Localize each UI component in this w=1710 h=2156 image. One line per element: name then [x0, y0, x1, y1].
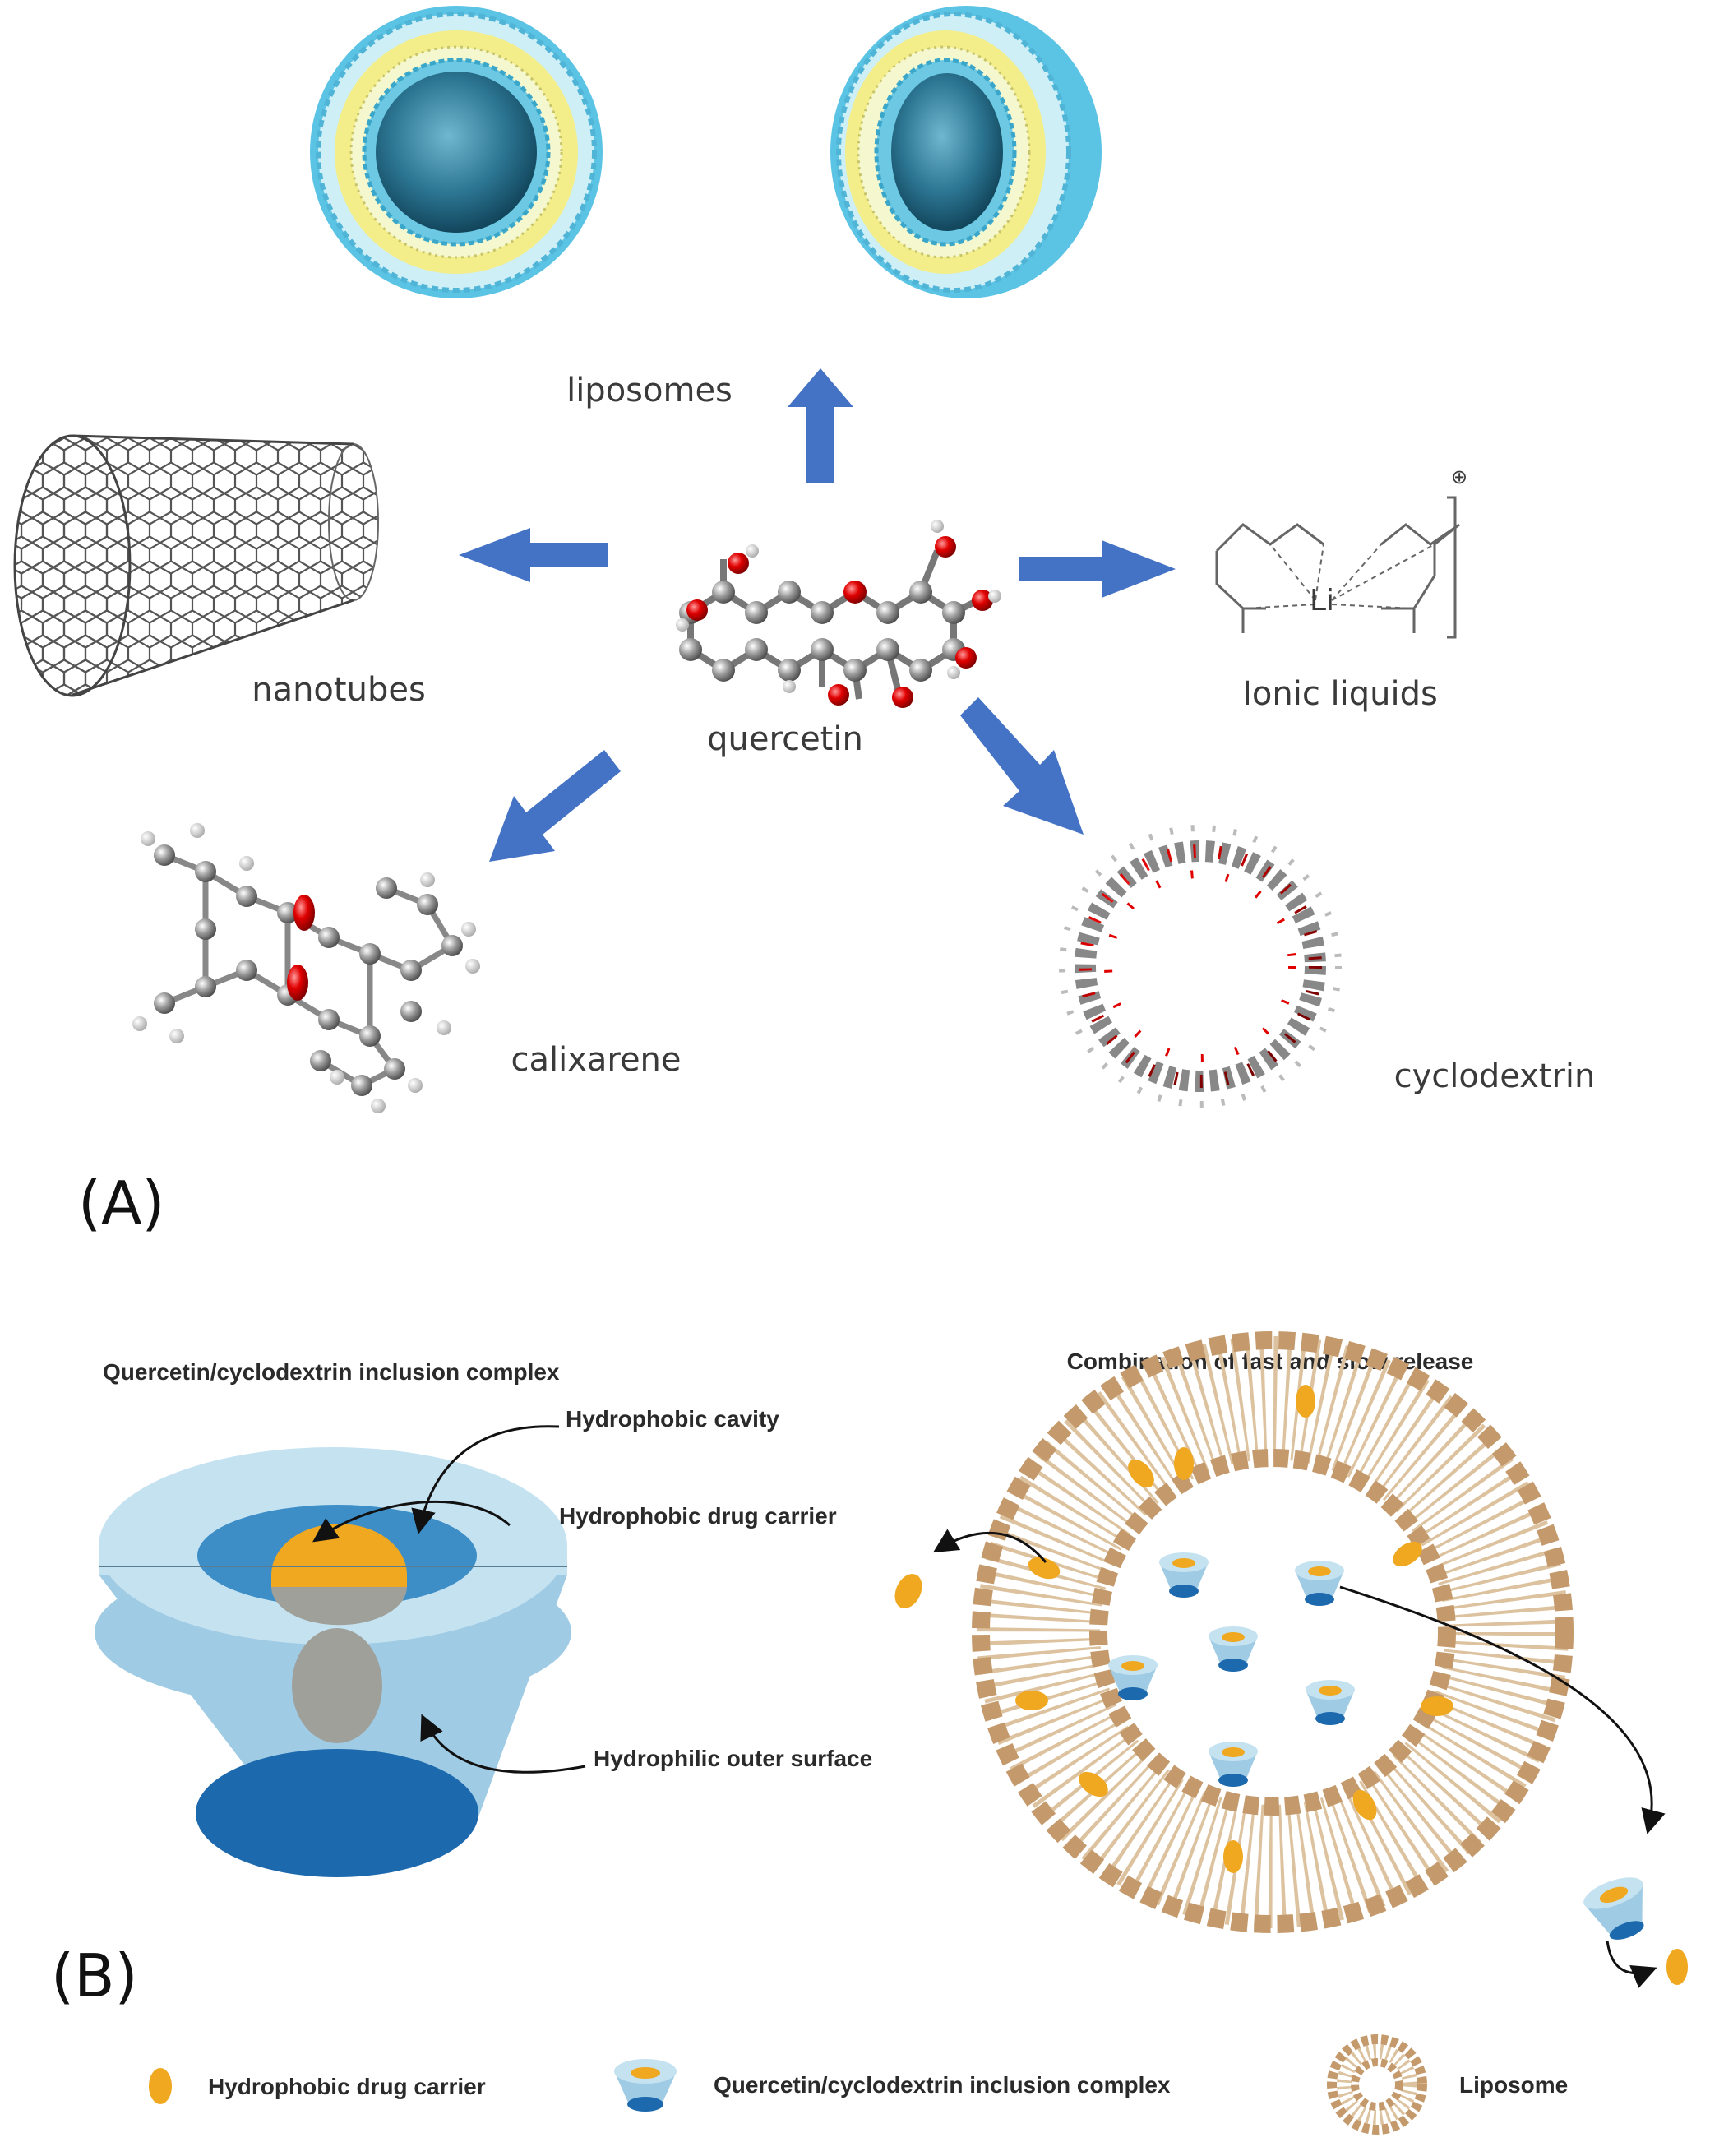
legend-liposome-label: Liposome	[1459, 2072, 1568, 2098]
final-release-arrow	[1606, 1940, 1657, 1988]
legend-liposome-swatch	[1327, 2034, 1427, 2135]
inner-inclusion-complexes	[1108, 1552, 1355, 1787]
ionic-liquids-label: Ionic liquids	[1242, 675, 1438, 713]
legend-drug-carrier-swatch	[149, 2068, 172, 2104]
fast-release-arrow	[932, 1529, 1047, 1563]
cyclodextrin-molecule	[1059, 825, 1342, 1108]
cyclodextrin-cone	[95, 1447, 571, 1877]
legend: Hydrophobic drug carrier Quercetin/cyclo…	[149, 2034, 1568, 2135]
arrow-to-ionic-liquids	[1019, 540, 1176, 598]
ionic-atom-label: Li	[1310, 584, 1334, 618]
callout-arrow-drug-carrier	[312, 1500, 511, 1543]
legend-inclusion-complex-swatch	[614, 2059, 677, 2112]
mini-complex	[1108, 1655, 1158, 1700]
liposome-cross-section	[972, 1331, 1574, 1933]
legend-drug-carrier-label: Hydrophobic drug carrier	[208, 2074, 486, 2099]
callout-arrow-outer-surface	[420, 1714, 586, 1774]
liposome-sphere-left	[310, 6, 603, 298]
mini-complex	[1159, 1552, 1209, 1598]
ionic-liquid-structure	[1215, 496, 1460, 639]
final-released-drug-carrier	[1666, 1949, 1688, 1985]
arrow-to-nanotubes	[459, 528, 608, 582]
arrow-to-cyclodextrin	[960, 697, 1084, 835]
mini-complex	[1209, 1742, 1258, 1787]
quercetin-label: quercetin	[707, 720, 863, 758]
arrow-to-liposomes	[788, 368, 853, 483]
panel-a: liposomes nanotubes Li ⊕ Ionic liquids	[13, 6, 1596, 1238]
panel-b: Quercetin/cyclodextrin inclusion complex…	[51, 1331, 1688, 2135]
calixarene-molecule	[132, 823, 480, 1113]
cyclodextrin-label: cyclodextrin	[1394, 1057, 1596, 1095]
quercetin-molecule	[676, 520, 1001, 708]
mini-complex	[1306, 1680, 1355, 1725]
inclusion-complex-title: Quercetin/cyclodextrin inclusion complex	[103, 1359, 560, 1385]
panel-a-label: (A)	[78, 1168, 164, 1238]
liposome-sphere-right	[830, 6, 1102, 298]
callout-arrow-cavity	[411, 1425, 560, 1534]
mini-complex	[1209, 1626, 1258, 1672]
ionic-charge-label: ⊕	[1451, 465, 1467, 488]
released-drug-carrier	[894, 1574, 922, 1608]
nanotubes-label: nanotubes	[252, 671, 426, 709]
callout-drug-carrier: Hydrophobic drug carrier	[559, 1503, 837, 1529]
arrow-to-calixarene	[489, 750, 621, 862]
callout-hydrophobic-cavity: Hydrophobic cavity	[566, 1406, 779, 1432]
legend-inclusion-complex-label: Quercetin/cyclodextrin inclusion complex	[714, 2072, 1171, 2098]
slow-release-arrow	[1339, 1585, 1666, 1834]
panel-b-label: (B)	[51, 1941, 138, 2010]
calixarene-label: calixarene	[511, 1041, 681, 1079]
mini-complex	[1295, 1561, 1344, 1606]
nanotube-structure	[13, 434, 379, 697]
callout-outer-surface: Hydrophilic outer surface	[594, 1746, 872, 1771]
released-inclusion-complex	[1583, 1877, 1644, 1940]
liposomes-label: liposomes	[566, 372, 733, 409]
arrows-panel-a	[459, 368, 1176, 862]
